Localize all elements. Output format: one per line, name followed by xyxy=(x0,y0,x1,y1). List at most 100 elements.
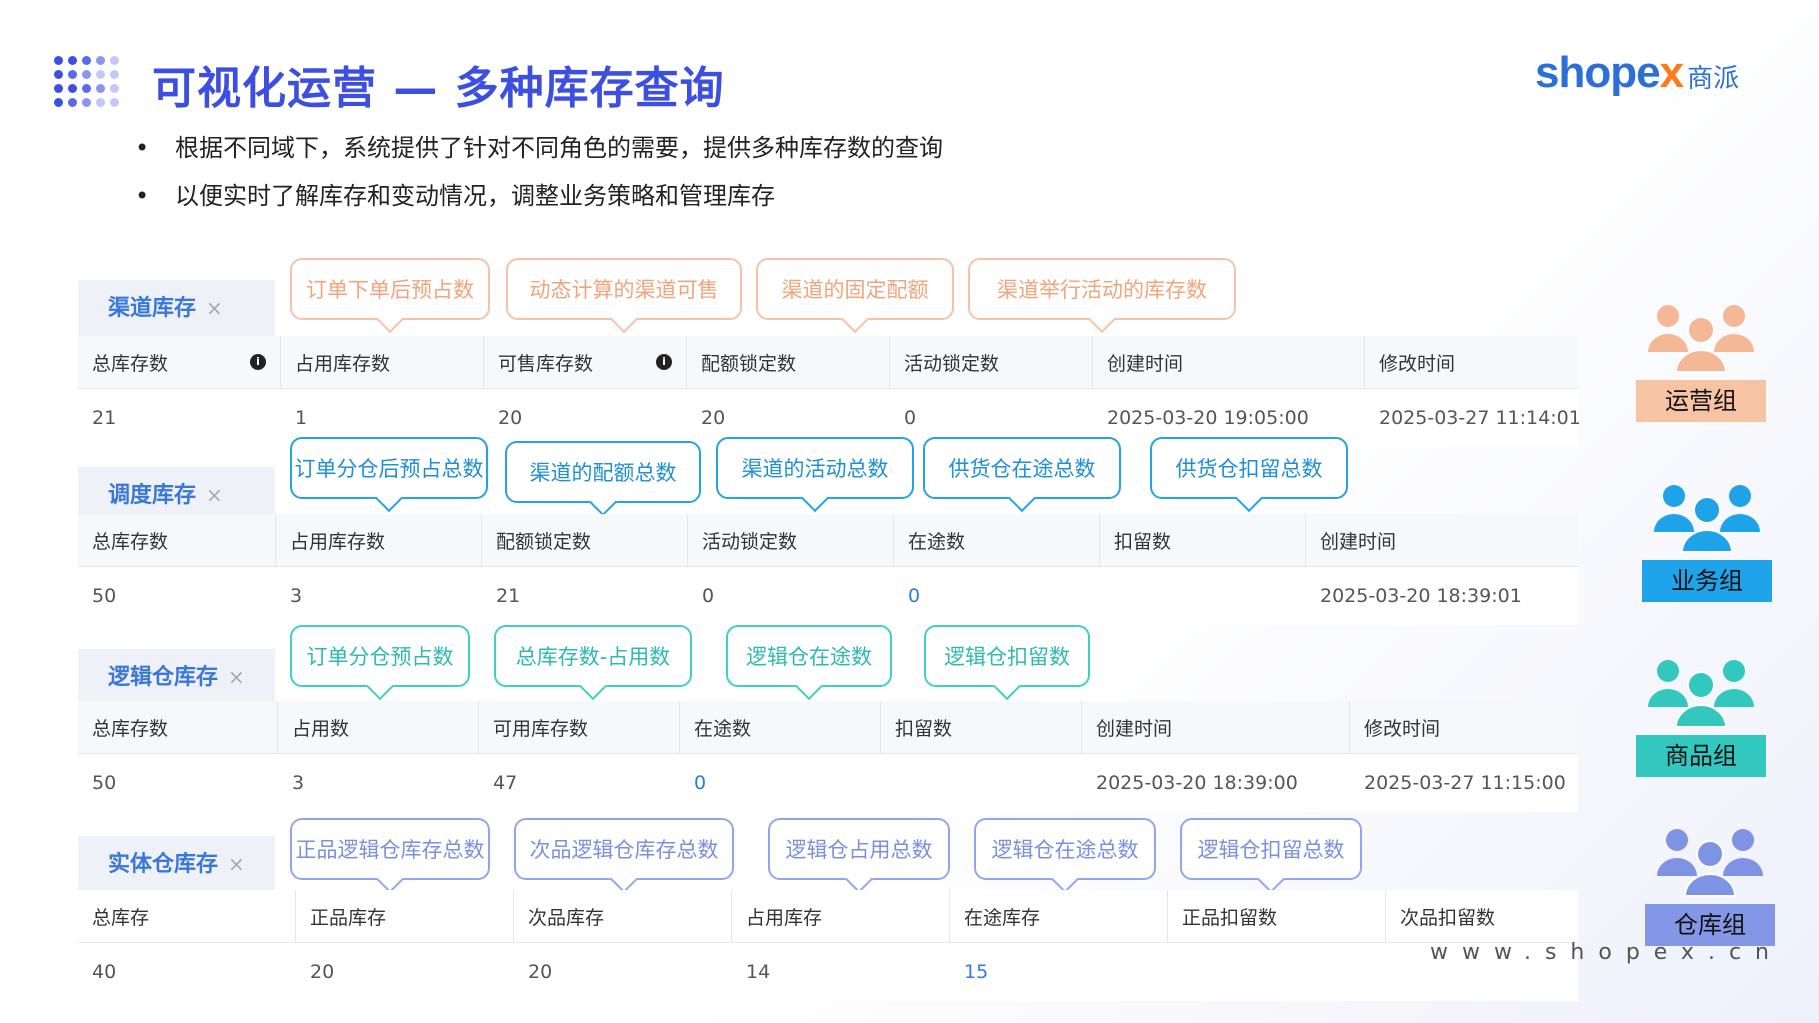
people-group-icon xyxy=(1646,657,1756,729)
tab-label: 实体仓库存 xyxy=(108,852,219,877)
people-group-icon xyxy=(1652,482,1762,554)
bullet-text: 以便实时了解库存和变动情况，调整业务策略和管理库存 xyxy=(175,182,775,210)
info-icon[interactable]: i xyxy=(656,354,672,370)
column-header: 创建时间 xyxy=(1320,530,1397,553)
column-header: 占用库存数 xyxy=(281,336,484,388)
table-row: 40 20 20 14 15 xyxy=(78,943,1578,1001)
table-cell: 21 xyxy=(496,585,521,607)
callout: 供货仓在途总数 xyxy=(923,437,1121,499)
close-icon[interactable]: × xyxy=(228,665,245,689)
people-group-icon xyxy=(1655,826,1765,898)
close-icon[interactable]: × xyxy=(228,852,245,876)
table-cell: 2025-03-27 11:14:01 xyxy=(1379,407,1581,429)
tab-label: 调度库存 xyxy=(108,483,197,508)
table-cell: 2025-03-20 18:39:00 xyxy=(1096,772,1298,794)
table-header-row: 总库存 正品库存 次品库存 占用库存 在途库存 正品扣留数 次品扣留数 xyxy=(78,890,1578,943)
table-cell: 14 xyxy=(746,961,771,983)
logo-x-text: x xyxy=(1659,48,1685,97)
table-cell: 50 xyxy=(92,585,117,607)
decorative-dots-icon xyxy=(54,56,124,116)
table-cell xyxy=(881,754,1082,812)
column-header: 修改时间 xyxy=(1364,717,1441,740)
column-header: 占用库存 xyxy=(732,890,950,942)
role-warehouse: 仓库组 xyxy=(1645,826,1775,946)
table-cell: 3 xyxy=(290,585,303,607)
tab-channel-inventory[interactable]: 渠道库存× xyxy=(78,280,275,336)
callout: 渠道的配额总数 xyxy=(505,441,701,503)
table-cell: 47 xyxy=(493,772,518,794)
column-header: 次品库存 xyxy=(514,890,732,942)
column-header: 正品扣留数 xyxy=(1168,890,1386,942)
table-cell: 0 xyxy=(904,407,917,429)
role-label: 运营组 xyxy=(1636,380,1766,422)
role-label: 商品组 xyxy=(1636,735,1766,777)
callout: 供货仓扣留总数 xyxy=(1150,437,1348,499)
close-icon[interactable]: × xyxy=(206,483,223,507)
table-cell xyxy=(1168,943,1386,1001)
table-cell: 2025-03-20 19:05:00 xyxy=(1107,407,1309,429)
table-cell: 2025-03-27 11:15:00 xyxy=(1364,772,1566,794)
column-header: 活动锁定数 xyxy=(688,514,894,566)
callout: 逻辑仓占用总数 xyxy=(768,818,950,880)
table-cell: 20 xyxy=(498,407,523,429)
table-cell: 1 xyxy=(295,407,308,429)
role-label: 仓库组 xyxy=(1645,904,1775,946)
callout: 渠道的活动总数 xyxy=(716,437,914,499)
close-icon[interactable]: × xyxy=(206,296,223,320)
table-cell[interactable]: 15 xyxy=(964,961,989,983)
callout: 逻辑仓在途数 xyxy=(726,625,892,687)
column-header: 配额锁定数 xyxy=(687,336,890,388)
column-header: 总库存数 xyxy=(78,701,278,753)
table-header-row: 总库存数 占用数 可用库存数 在途数 扣留数 创建时间 修改时间 xyxy=(78,701,1578,754)
column-header: 在途库存 xyxy=(950,890,1168,942)
tab-physical-warehouse-inventory[interactable]: 实体仓库存 × xyxy=(78,836,275,892)
column-header: 总库存 xyxy=(78,890,296,942)
column-header: 在途数 xyxy=(894,514,1100,566)
table-cell: 40 xyxy=(92,961,117,983)
column-header: 总库存数 xyxy=(78,514,276,566)
column-header: 创建时间 xyxy=(1082,701,1350,753)
column-header: 创建时间 xyxy=(1093,336,1365,388)
table-cell: 0 xyxy=(702,585,715,607)
table-row: 50 3 47 0 2025-03-20 18:39:00 2025-03-27… xyxy=(78,754,1578,812)
tab-dispatch-inventory[interactable]: 调度库存 × xyxy=(78,467,275,523)
tab-logical-warehouse-inventory[interactable]: 逻辑仓库存× xyxy=(78,649,275,705)
role-operations: 运营组 xyxy=(1636,302,1766,422)
callout: 次品逻辑仓库存总数 xyxy=(514,818,734,880)
website-url: www.shopex.cn xyxy=(1430,940,1783,965)
table-cell: 20 xyxy=(701,407,726,429)
callout: 渠道举行活动的库存数 xyxy=(968,258,1236,320)
table-cell: 50 xyxy=(92,772,117,794)
callout: 动态计算的渠道可售 xyxy=(506,258,742,320)
table-cell xyxy=(1100,567,1306,625)
callout: 逻辑仓扣留数 xyxy=(924,625,1090,687)
callout: 订单分仓后预占总数 xyxy=(290,437,488,499)
callout: 总库存数-占用数 xyxy=(494,625,692,687)
callout: 逻辑仓在途总数 xyxy=(974,818,1156,880)
table-cell: 3 xyxy=(292,772,305,794)
column-header: 占用数 xyxy=(278,701,479,753)
page-title: 可视化运营 — 多种库存查询 xyxy=(152,63,725,114)
column-header: 正品库存 xyxy=(296,890,514,942)
column-header: 占用库存数 xyxy=(276,514,482,566)
table-cell: 20 xyxy=(310,961,335,983)
column-header: 扣留数 xyxy=(1100,514,1306,566)
table-cell: 2025-03-20 18:39:01 xyxy=(1320,585,1522,607)
logo-main-text: shope xyxy=(1535,48,1661,97)
column-header: 配额锁定数 xyxy=(482,514,688,566)
bullet-item: •根据不同域下，系统提供了针对不同角色的需要，提供多种库存数的查询 xyxy=(135,134,943,162)
table-cell[interactable]: 0 xyxy=(694,772,707,794)
table-cell: 20 xyxy=(528,961,553,983)
role-label: 业务组 xyxy=(1642,560,1772,602)
role-product: 商品组 xyxy=(1636,657,1766,777)
callout: 渠道的固定配额 xyxy=(756,258,954,320)
column-header: 在途数 xyxy=(680,701,881,753)
table-header-row: 总库存数 占用库存数 配额锁定数 活动锁定数 在途数 扣留数 创建时间 xyxy=(78,514,1578,567)
table-cell[interactable]: 0 xyxy=(908,585,921,607)
info-icon[interactable]: i xyxy=(250,354,266,370)
bullet-item: •以便实时了解库存和变动情况，调整业务策略和管理库存 xyxy=(135,182,775,210)
